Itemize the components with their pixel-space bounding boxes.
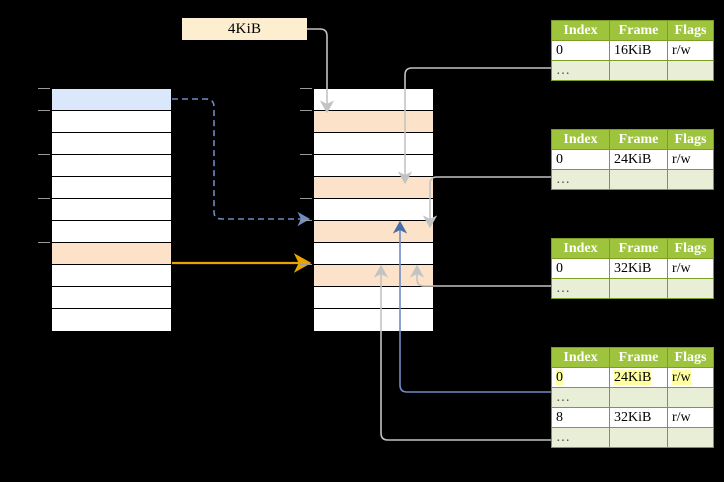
virtual-page-row-11 [52, 309, 171, 331]
page-table-2-cell-0-1: 24KiB [609, 149, 668, 170]
page-table-1-header-index: Index [551, 20, 610, 41]
virtual-page-row-9 [52, 265, 171, 287]
virtual-page-row-2 [52, 111, 171, 133]
physical-frame-row-4 [314, 155, 433, 177]
page-table-2-row: … [551, 169, 714, 190]
page-table-3-header-frame: Frame [609, 238, 668, 259]
virtual-page-row-8 [52, 243, 171, 265]
page-table-4-highlight: 0 [556, 369, 563, 385]
page-table-1-cell-1-0: … [551, 60, 610, 81]
page-table-3-cell-0-2: r/w [667, 258, 714, 279]
page-table-2-cell-1-1 [609, 169, 668, 190]
page-table-1-row: … [551, 60, 714, 81]
virtual-page-row-6 [52, 199, 171, 221]
physical-column-tick-0 [300, 88, 312, 89]
page-table-3-header-index: Index [551, 238, 610, 259]
wire-table2-to-physical [422, 176, 551, 229]
physical-frame-row-6 [314, 199, 433, 221]
physical-column-tick-3 [300, 154, 312, 155]
page-table-4-cell-1-1 [609, 387, 668, 408]
page-table-1-cell-0-0: 0 [551, 40, 610, 61]
physical-column-tick-6 [300, 220, 312, 221]
page-table-4-header-index: Index [551, 347, 610, 368]
physical-column-tick-1 [300, 110, 312, 111]
page-table-4-header-frame: Frame [609, 347, 668, 368]
page-table-2-header-flags: Flags [667, 129, 714, 150]
page-table-4-cell-0-2: r/w [667, 367, 714, 388]
page-table-2-cell-1-2 [667, 169, 714, 190]
physical-frame-row-3 [314, 133, 433, 155]
virtual-page-row-3 [52, 133, 171, 155]
physical-frame-row-9 [314, 265, 433, 287]
page-table-4-cell-1-2 [667, 387, 714, 408]
page-table-4-highlight: r/w [672, 369, 691, 385]
page-table-4-cell-0-1: 24KiB [609, 367, 668, 388]
page-table-1-header-frame: Frame [609, 20, 668, 41]
page-table-1-cell-0-2: r/w [667, 40, 714, 61]
physical-column-tick-5 [300, 198, 312, 199]
physical-address-column [313, 88, 434, 331]
virtual-page-row-10 [52, 287, 171, 309]
page-table-4-row: … [551, 427, 714, 448]
page-table-1-cell-1-2 [667, 60, 714, 81]
page-table-3-cell-1-2 [667, 278, 714, 299]
page-table-2-cell-0-0: 0 [551, 149, 610, 170]
page-table-4-highlight: 24KiB [614, 369, 652, 385]
page-table-3-cell-1-0: … [551, 278, 610, 299]
physical-frame-row-7 [314, 221, 433, 243]
page-table-3-header-flags: Flags [667, 238, 714, 259]
page-table-4-cell-1-0: … [551, 387, 610, 408]
virtual-column-tick-5 [38, 198, 50, 199]
page-table-4-cell-2-0: 8 [551, 407, 610, 428]
physical-frame-row-2 [314, 111, 433, 133]
physical-frame-row-1 [314, 89, 433, 111]
page-table-3-cell-0-1: 32KiB [609, 258, 668, 279]
page-table-4-cell-3-2 [667, 427, 714, 448]
page-table-4-cell-2-2: r/w [667, 407, 714, 428]
page-table-4-header-flags: Flags [667, 347, 714, 368]
page-table-1-header-flags: Flags [667, 20, 714, 41]
virtual-page-row-7 [52, 221, 171, 243]
page-table-4-cell-3-0: … [551, 427, 610, 448]
virtual-column-tick-7 [38, 242, 50, 243]
page-table-1-cell-0-1: 16KiB [609, 40, 668, 61]
wire-table3-to-physical [409, 264, 551, 287]
virtual-column-tick-3 [38, 154, 50, 155]
page-table-4-cell-3-1 [609, 427, 668, 448]
page-table-2-header-frame: Frame [609, 129, 668, 150]
virtual-column-tick-0 [38, 88, 50, 89]
page-table-4-cell-2-1: 32KiB [609, 407, 668, 428]
physical-column-tick-8 [300, 264, 312, 265]
physical-frame-row-5 [314, 177, 433, 199]
page-table-3-row: … [551, 278, 714, 299]
page-table-3-cell-1-1 [609, 278, 668, 299]
page-table-1-cell-1-1 [609, 60, 668, 81]
page-table-2-cell-0-2: r/w [667, 149, 714, 170]
virtual-address-column [51, 88, 172, 331]
page-table-2-header-index: Index [551, 129, 610, 150]
physical-frame-row-8 [314, 243, 433, 265]
virtual-column-tick-1 [38, 110, 50, 111]
page-table-3-cell-0-0: 0 [551, 258, 610, 279]
page-table-4-row: 0 24KiB r/w [551, 367, 714, 388]
page-table-2-cell-1-0: … [551, 169, 610, 190]
virtual-page-row-4 [52, 155, 171, 177]
page-table-4-cell-0-0: 0 [551, 367, 610, 388]
wire-virtual-blue-mapping [172, 98, 311, 227]
physical-frame-row-11 [314, 309, 433, 331]
page-size-label: 4KiB [182, 18, 307, 40]
virtual-page-row-1 [52, 89, 171, 111]
physical-frame-row-10 [314, 287, 433, 309]
page-table-4-row: … [551, 387, 714, 408]
virtual-page-row-5 [52, 177, 171, 199]
